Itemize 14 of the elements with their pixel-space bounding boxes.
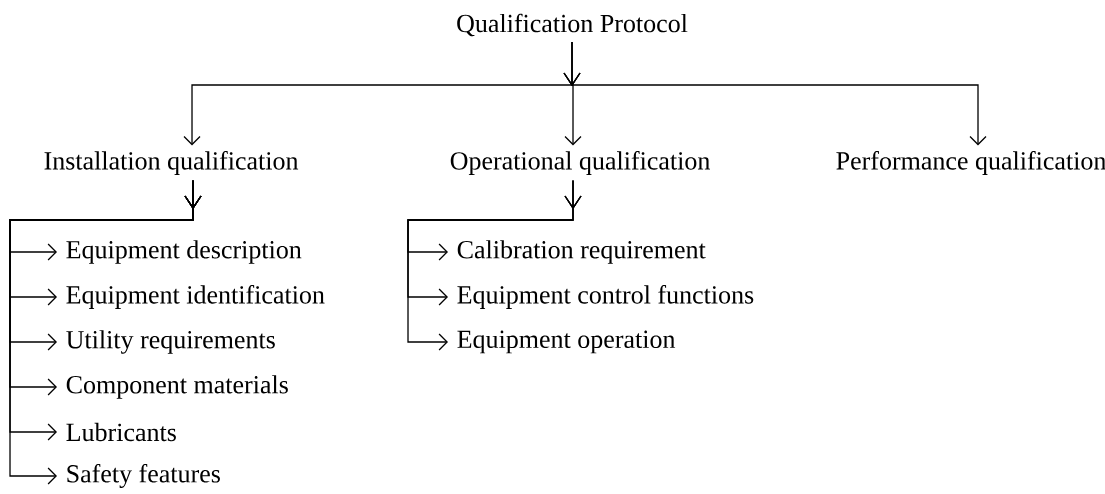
node-label: Equipment identification bbox=[66, 285, 325, 309]
node-label: Safety features bbox=[67, 464, 220, 488]
arrow bbox=[407, 179, 582, 351]
node-label: Calibration requirement bbox=[457, 240, 706, 264]
node-label: Equipment operation bbox=[457, 330, 676, 354]
node-label: Qualification Protocol bbox=[457, 13, 688, 37]
node-label: Component materials bbox=[66, 375, 288, 399]
node-label: Utility requirements bbox=[66, 330, 275, 354]
node-label: Operational qualification bbox=[450, 151, 710, 175]
node-label: Equipment description bbox=[66, 240, 302, 264]
arrow bbox=[563, 41, 987, 146]
node-label: Lubricants bbox=[66, 422, 176, 442]
node-label: Installation qualification bbox=[44, 151, 299, 175]
node-label: Equipment control functions bbox=[457, 285, 754, 309]
